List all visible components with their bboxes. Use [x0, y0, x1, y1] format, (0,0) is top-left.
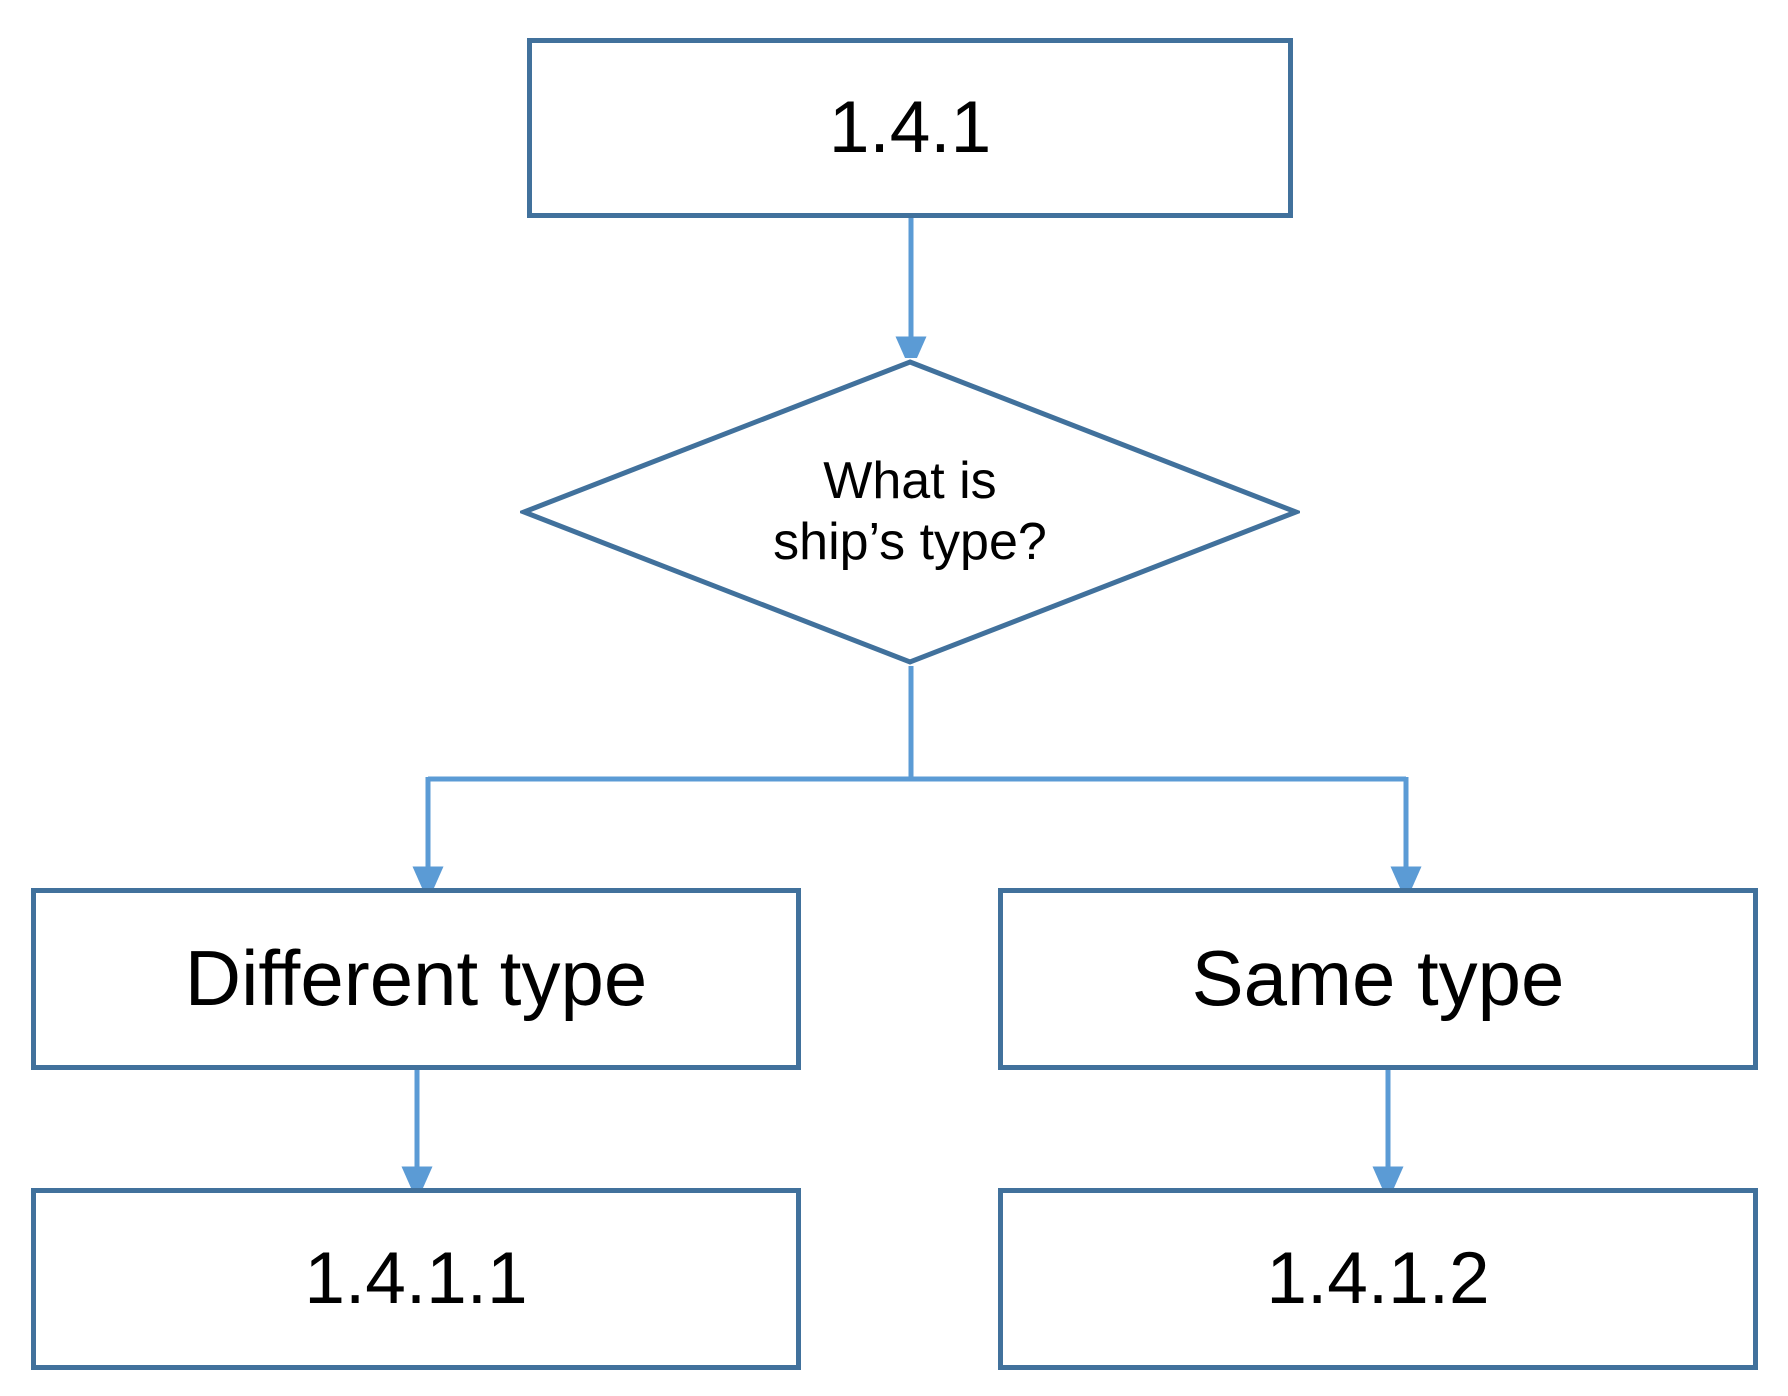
- node-decision-ship-type[interactable]: What is ship’s type?: [520, 358, 1300, 666]
- node-leaf-1-4-1-2-label: 1.4.1.2: [1266, 1237, 1490, 1319]
- node-same-type[interactable]: Same type: [998, 888, 1758, 1070]
- node-root-1-4-1[interactable]: 1.4.1: [527, 38, 1293, 218]
- node-root-label: 1.4.1: [828, 86, 992, 168]
- node-leaf-1-4-1-1-label: 1.4.1.1: [304, 1237, 528, 1319]
- node-different-type-label: Different type: [184, 934, 648, 1023]
- node-leaf-1-4-1-1[interactable]: 1.4.1.1: [31, 1188, 801, 1370]
- node-same-type-label: Same type: [1191, 934, 1565, 1023]
- node-decision-label: What is ship’s type?: [773, 451, 1047, 571]
- node-different-type[interactable]: Different type: [31, 888, 801, 1070]
- edge-decision-to-split: [428, 664, 1406, 782]
- node-leaf-1-4-1-2[interactable]: 1.4.1.2: [998, 1188, 1758, 1370]
- diamond-shape: [520, 358, 1300, 666]
